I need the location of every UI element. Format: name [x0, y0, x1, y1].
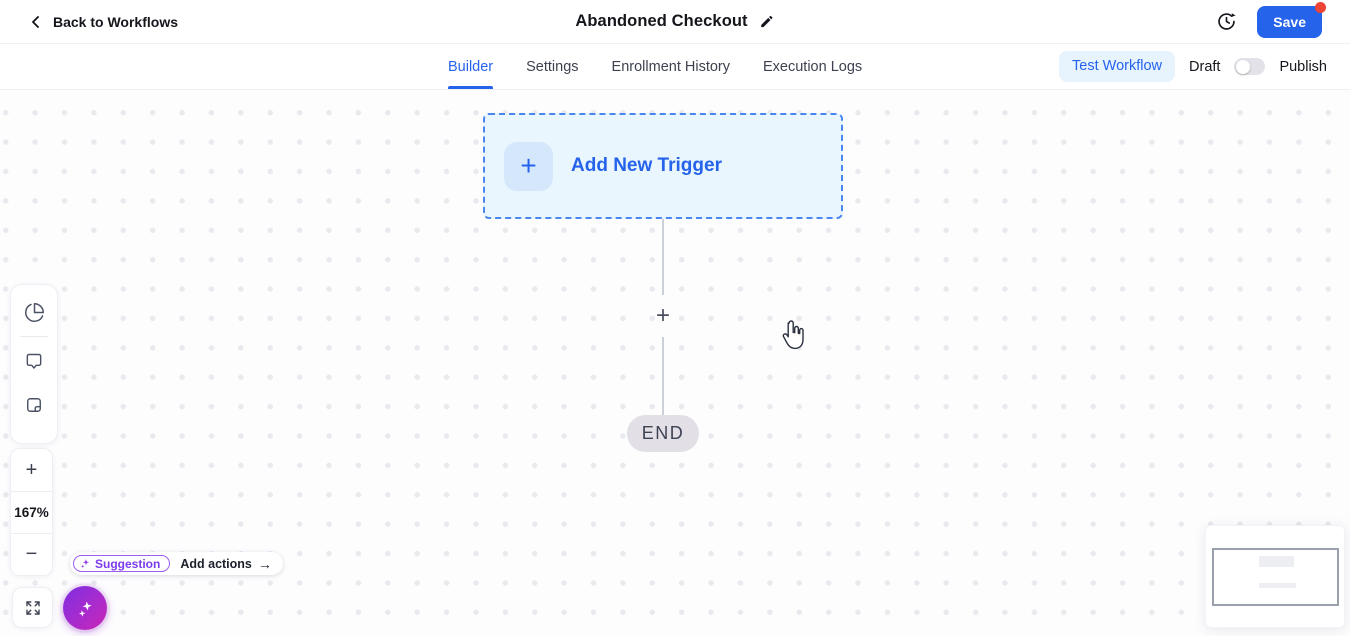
connector-line-top — [662, 219, 664, 295]
save-button[interactable]: Save — [1257, 1, 1326, 38]
zoom-out-button[interactable]: − — [11, 533, 52, 575]
add-step-plus-button[interactable]: + — [655, 302, 670, 329]
toggle-knob — [1236, 59, 1251, 74]
topbar-actions: Save — [1216, 1, 1326, 38]
ai-suggestion-bar: Suggestion Add actions → — [70, 552, 283, 575]
tab-bar: Builder Settings Enrollment History Exec… — [0, 44, 1350, 90]
zoom-level: 167% — [11, 491, 52, 533]
zoom-in-button[interactable]: + — [11, 449, 52, 491]
connector-line-bottom — [662, 337, 664, 415]
fullscreen-expand-icon — [24, 599, 42, 617]
test-workflow-button[interactable]: Test Workflow — [1059, 51, 1176, 82]
workflow-title-group: Abandoned Checkout — [575, 12, 774, 31]
ai-assistant-fab[interactable] — [63, 586, 107, 630]
trigger-label: Add New Trigger — [571, 155, 722, 176]
suggestion-label: Suggestion — [95, 556, 161, 571]
tab-execution-logs[interactable]: Execution Logs — [763, 58, 863, 75]
history-clock-icon[interactable] — [1216, 11, 1237, 32]
tab-settings[interactable]: Settings — [526, 58, 579, 75]
top-bar: Back to Workflows Abandoned Checkout Sav… — [0, 0, 1350, 44]
zoom-controls: + 167% − — [10, 448, 53, 576]
unsaved-changes-badge — [1315, 1, 1326, 13]
hand-cursor-icon — [779, 320, 807, 359]
tab-builder[interactable]: Builder — [448, 44, 494, 89]
back-chevron-icon — [28, 14, 44, 30]
publish-label: Publish — [1279, 58, 1327, 75]
back-to-workflows-button[interactable]: Back to Workflows — [28, 14, 178, 30]
publish-toggle[interactable] — [1234, 58, 1266, 75]
suggestion-badge[interactable]: Suggestion — [73, 555, 171, 572]
add-actions-label: Add actions — [180, 556, 252, 571]
minimap-viewport[interactable] — [1212, 548, 1339, 606]
edit-pencil-icon[interactable] — [760, 14, 775, 29]
add-actions-button[interactable]: Add actions → — [180, 557, 272, 571]
sparkles-icon — [74, 597, 95, 618]
save-label: Save — [1273, 13, 1306, 30]
pie-chart-icon[interactable] — [24, 302, 45, 323]
page-title: Abandoned Checkout — [575, 12, 748, 30]
arrow-right-icon: → — [257, 555, 272, 572]
sticky-note-icon[interactable] — [24, 395, 44, 415]
workflow-status-controls: Test Workflow Draft Publish — [1059, 44, 1327, 89]
tabs: Builder Settings Enrollment History Exec… — [448, 44, 862, 89]
divider — [20, 336, 48, 337]
workflow-canvas[interactable]: + Add New Trigger + END — [0, 90, 1350, 636]
fit-view-button[interactable] — [12, 587, 53, 628]
end-node: END — [627, 415, 699, 452]
back-label: Back to Workflows — [53, 13, 178, 30]
sparkle-icon — [80, 558, 91, 569]
add-new-trigger-node[interactable]: + Add New Trigger — [483, 113, 843, 219]
canvas-tools-panel — [10, 284, 58, 444]
tab-enrollment-history[interactable]: Enrollment History — [611, 58, 730, 75]
comment-icon[interactable] — [24, 352, 44, 372]
minimap-end-node — [1259, 583, 1296, 588]
draft-label: Draft — [1189, 58, 1221, 75]
minimap[interactable] — [1205, 525, 1345, 628]
minimap-trigger-node — [1259, 556, 1294, 567]
plus-icon: + — [504, 141, 553, 191]
